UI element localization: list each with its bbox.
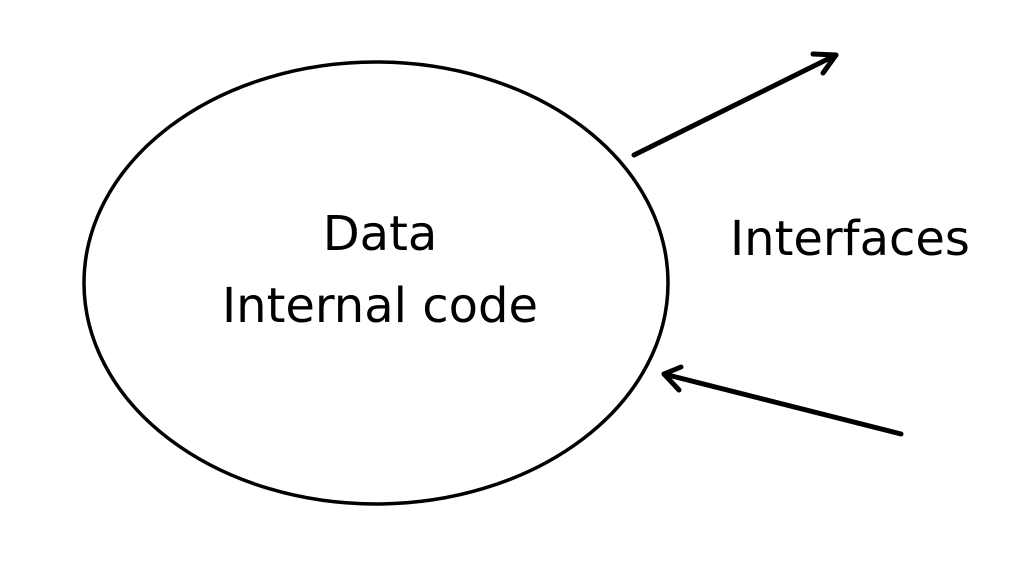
outgoing-arrow-shaft (631, 52, 839, 158)
interfaces-label: Interfaces (730, 211, 970, 267)
outgoing-arrow-head (810, 51, 839, 76)
incoming-arrow-head (661, 364, 684, 393)
data-label: Data (322, 206, 438, 262)
incoming-arrow (661, 364, 904, 437)
outgoing-arrow (631, 51, 839, 158)
incoming-arrow-shaft (661, 371, 904, 437)
ellipse-label: Data Internal code (180, 198, 580, 342)
component-ellipse (82, 60, 670, 506)
internal-code-label: Internal code (221, 278, 538, 334)
